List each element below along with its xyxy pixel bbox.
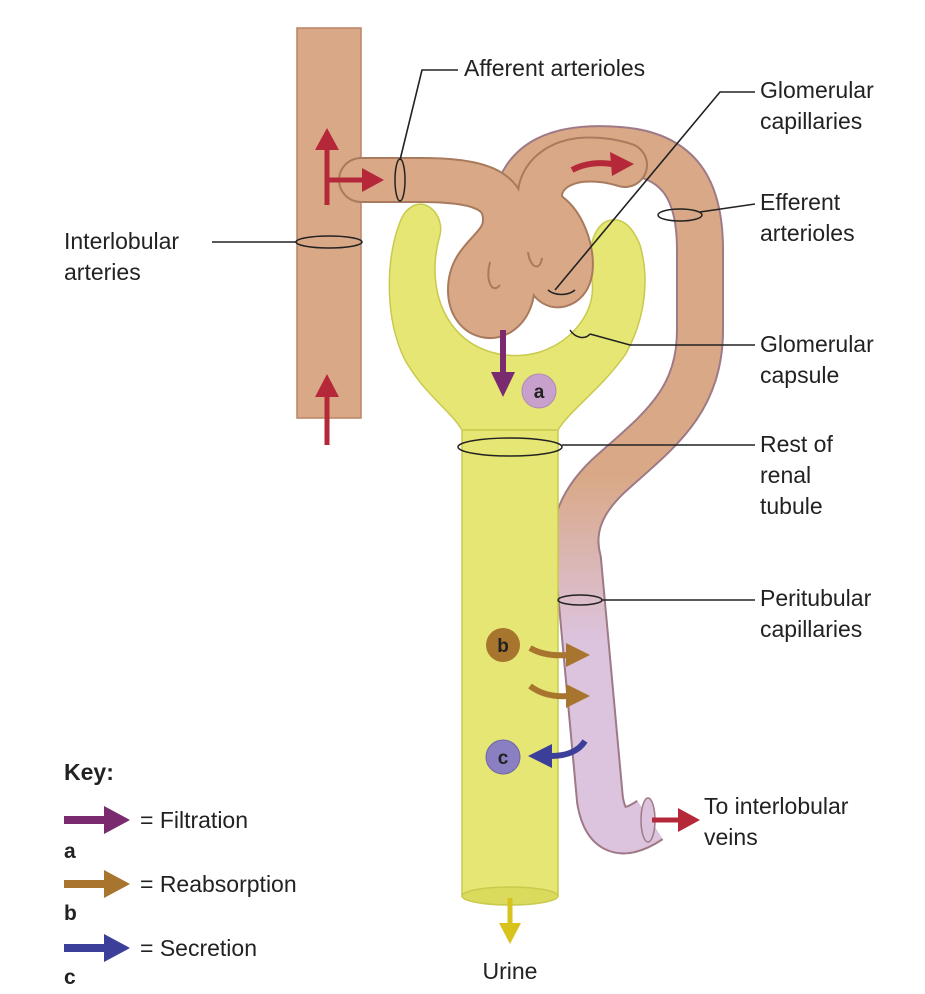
reabsorption-arrow-1 <box>528 643 590 667</box>
label-to-veins: To interlobular veins <box>704 793 855 850</box>
filtration-arrow <box>491 330 515 397</box>
ring-efferent <box>657 208 703 222</box>
ring-capsule <box>569 329 591 339</box>
key-secretion-text: = Secretion <box>140 935 257 961</box>
leader-afferent <box>399 69 458 161</box>
label-to-veins-1: To interlobular <box>704 793 849 819</box>
blood-arrow-up-top <box>315 128 339 205</box>
key: Key: = Filtration a = Reabsorption b = S… <box>64 759 297 989</box>
marker-c: c <box>498 748 509 769</box>
label-peritubular-2: capillaries <box>760 616 862 642</box>
label-rest-of-tubule-3: tubule <box>760 493 823 519</box>
label-efferent: Efferent arterioles <box>760 189 855 246</box>
key-secretion-letter: c <box>64 966 76 989</box>
label-glomerular-capillaries-2: capillaries <box>760 108 862 134</box>
leader-glomerular-capillaries <box>554 91 755 291</box>
label-interlobular-1: Interlobular <box>64 228 179 254</box>
label-interlobular-arteries: Interlobular arteries <box>64 228 185 285</box>
label-interlobular-2: arteries <box>64 259 141 285</box>
reabsorption-arrow-2 <box>528 683 590 708</box>
renal-tubule <box>461 429 559 897</box>
glomerular-capillaries <box>340 138 646 337</box>
label-peritubular: Peritubular capillaries <box>760 585 878 642</box>
label-to-veins-2: veins <box>704 824 758 850</box>
marker-a-circle <box>521 373 557 409</box>
label-urine: Urine <box>483 958 538 984</box>
ring-glomerular <box>547 289 576 296</box>
label-glomerular-capsule-2: capsule <box>760 362 839 388</box>
label-rest-of-tubule: Rest of renal tubule <box>760 431 839 519</box>
glomerular-loop-holes <box>487 251 543 290</box>
key-title: Key: <box>64 759 114 785</box>
key-filtration-letter: a <box>64 840 76 863</box>
marker-b-circle <box>486 628 520 662</box>
marker-b: b <box>497 636 509 657</box>
leader-efferent <box>699 203 756 213</box>
key-reabsorption-text: = Reabsorption <box>140 871 297 897</box>
marker-c-circle <box>485 739 521 775</box>
blood-arrow-right <box>329 168 384 192</box>
key-item-filtration: = Filtration a <box>64 806 248 863</box>
key-item-secretion: = Secretion c <box>64 934 257 989</box>
secretion-arrow <box>528 739 588 768</box>
label-rest-of-tubule-1: Rest of <box>760 431 833 457</box>
urine-arrow <box>499 898 521 944</box>
key-filtration-text: = Filtration <box>140 807 248 833</box>
label-efferent-1: Efferent <box>760 189 841 215</box>
label-glomerular-capsule-1: Glomerular <box>760 331 874 357</box>
label-efferent-2: arterioles <box>760 220 855 246</box>
ring-tubule <box>457 437 563 457</box>
blood-arrow-to-veins <box>652 808 700 832</box>
blood-arrow-up-bottom <box>315 374 339 445</box>
label-glomerular-capsule: Glomerular capsule <box>760 331 880 388</box>
label-afferent: Afferent arterioles <box>464 55 645 81</box>
label-glomerular-capillaries: Glomerular capillaries <box>760 77 880 134</box>
key-reabsorption-letter: b <box>64 902 77 925</box>
key-item-reabsorption: = Reabsorption b <box>64 870 297 925</box>
label-peritubular-1: Peritubular <box>760 585 872 611</box>
blood-arrow-glomerulus <box>570 152 634 176</box>
interlobular-artery <box>296 27 362 419</box>
label-glomerular-capillaries-1: Glomerular <box>760 77 874 103</box>
marker-a: a <box>534 382 545 403</box>
label-rest-of-tubule-2: renal <box>760 462 811 488</box>
glomerular-capsule <box>388 203 646 431</box>
leader-capsule <box>589 333 755 346</box>
